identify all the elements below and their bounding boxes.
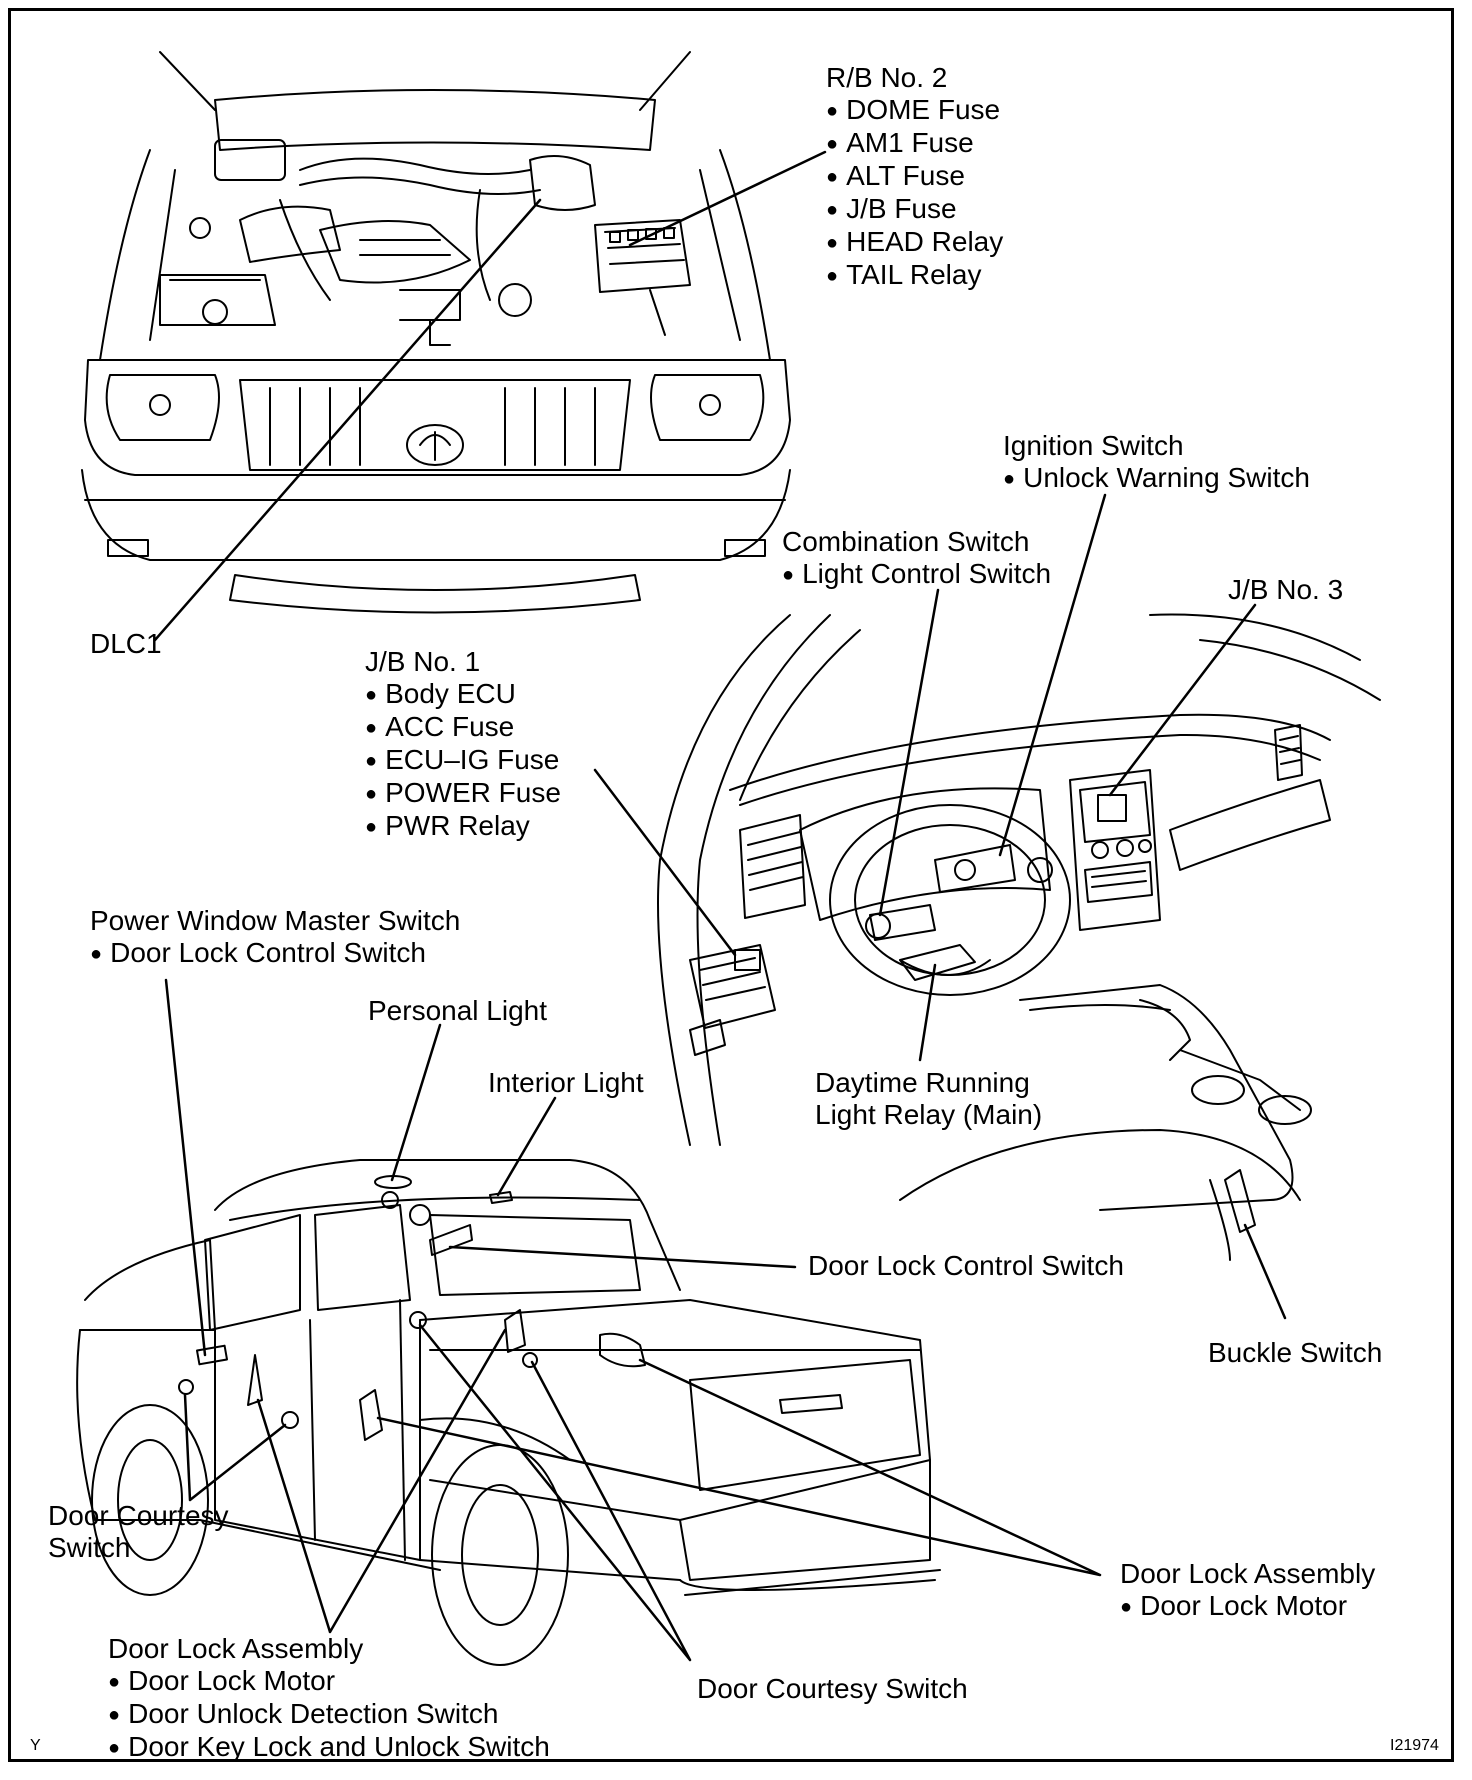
dla-left-item-key-lock: Door Key Lock and Unlock Switch	[108, 1731, 550, 1764]
jb1-title: J/B No. 1	[365, 646, 481, 677]
rb2-item-dome: DOME Fuse	[826, 94, 1003, 127]
label-door-courtesy-switch-left: Door Courtesy Switch	[48, 1500, 229, 1564]
rb2-item-am1: AM1 Fuse	[826, 127, 1003, 160]
combination-item-light-control: Light Control Switch	[782, 558, 1051, 591]
courtesy-left-line-1: Door Courtesy	[48, 1500, 229, 1531]
rb2-item-alt: ALT Fuse	[826, 160, 1003, 193]
label-dlc1: DLC1	[90, 628, 162, 660]
label-personal-light: Personal Light	[368, 995, 547, 1027]
dlcs-title: Door Lock Control Switch	[808, 1250, 1124, 1281]
instrument-panel-illustration	[657, 613, 1381, 1261]
label-buckle-switch: Buckle Switch	[1208, 1337, 1382, 1369]
figure-frame	[8, 8, 1454, 1762]
rb2-item-jb: J/B Fuse	[826, 193, 1003, 226]
rb2-item-head-relay: HEAD Relay	[826, 226, 1003, 259]
label-jb-no3: J/B No. 3	[1228, 574, 1343, 606]
dla-right-title: Door Lock Assembly	[1120, 1558, 1376, 1589]
jb1-item-pwr-relay: PWR Relay	[365, 810, 561, 843]
jb1-item-body-ecu: Body ECU	[365, 678, 561, 711]
label-door-lock-assembly-right: Door Lock Assembly Door Lock Motor	[1120, 1558, 1375, 1623]
drl-line-1: Daytime Running	[815, 1067, 1030, 1098]
jb3-title: J/B No. 3	[1228, 574, 1344, 605]
rb2-title: R/B No. 2	[826, 62, 948, 93]
label-power-window-master-switch: Power Window Master Switch Door Lock Con…	[90, 905, 460, 970]
jb1-item-acc-fuse: ACC Fuse	[365, 711, 561, 744]
jb1-item-ecu-ig-fuse: ECU–IG Fuse	[365, 744, 561, 777]
dlc1-title: DLC1	[90, 628, 162, 659]
label-drl-relay: Daytime Running Light Relay (Main)	[815, 1067, 1042, 1131]
dla-right-item-motor: Door Lock Motor	[1120, 1590, 1375, 1623]
label-door-courtesy-switch-bottom: Door Courtesy Switch	[697, 1673, 968, 1705]
corner-mark: Y	[30, 1737, 41, 1754]
buckle-title: Buckle Switch	[1208, 1337, 1383, 1368]
ignition-title: Ignition Switch	[1003, 430, 1184, 461]
jb1-item-power-fuse: POWER Fuse	[365, 777, 561, 810]
personal-title: Personal Light	[368, 995, 548, 1026]
ignition-item-unlock-warning: Unlock Warning Switch	[1003, 462, 1310, 495]
label-door-lock-assembly-left: Door Lock Assembly Door Lock Motor Door …	[108, 1633, 550, 1764]
dla-left-item-unlock-detection: Door Unlock Detection Switch	[108, 1698, 550, 1731]
label-jb-no1: J/B No. 1 Body ECU ACC Fuse ECU–IG Fuse …	[365, 646, 561, 843]
courtesy-left-line-2: Switch	[48, 1532, 131, 1563]
label-rb-no2: R/B No. 2 DOME Fuse AM1 Fuse ALT Fuse J/…	[826, 62, 1003, 292]
pickup-truck-illustration	[76, 1159, 941, 1666]
courtesy-bottom-title: Door Courtesy Switch	[697, 1673, 968, 1704]
label-door-lock-control-switch: Door Lock Control Switch	[808, 1250, 1124, 1282]
label-combination-switch: Combination Switch Light Control Switch	[782, 526, 1051, 591]
engine-compartment-illustration	[81, 51, 791, 614]
dla-left-item-motor: Door Lock Motor	[108, 1665, 550, 1698]
figure-id: I21974	[1390, 1737, 1439, 1754]
label-interior-light: Interior Light	[488, 1067, 644, 1099]
dla-left-title: Door Lock Assembly	[108, 1633, 364, 1664]
combination-title: Combination Switch	[782, 526, 1030, 557]
interior-title: Interior Light	[488, 1067, 644, 1098]
leader-lines	[153, 150, 1287, 1662]
pwms-title: Power Window Master Switch	[90, 905, 461, 936]
drl-line-2: Light Relay (Main)	[815, 1099, 1043, 1130]
label-ignition-switch: Ignition Switch Unlock Warning Switch	[1003, 430, 1310, 495]
pwms-item-door-lock-control: Door Lock Control Switch	[90, 937, 460, 970]
rb2-item-tail-relay: TAIL Relay	[826, 259, 1003, 292]
